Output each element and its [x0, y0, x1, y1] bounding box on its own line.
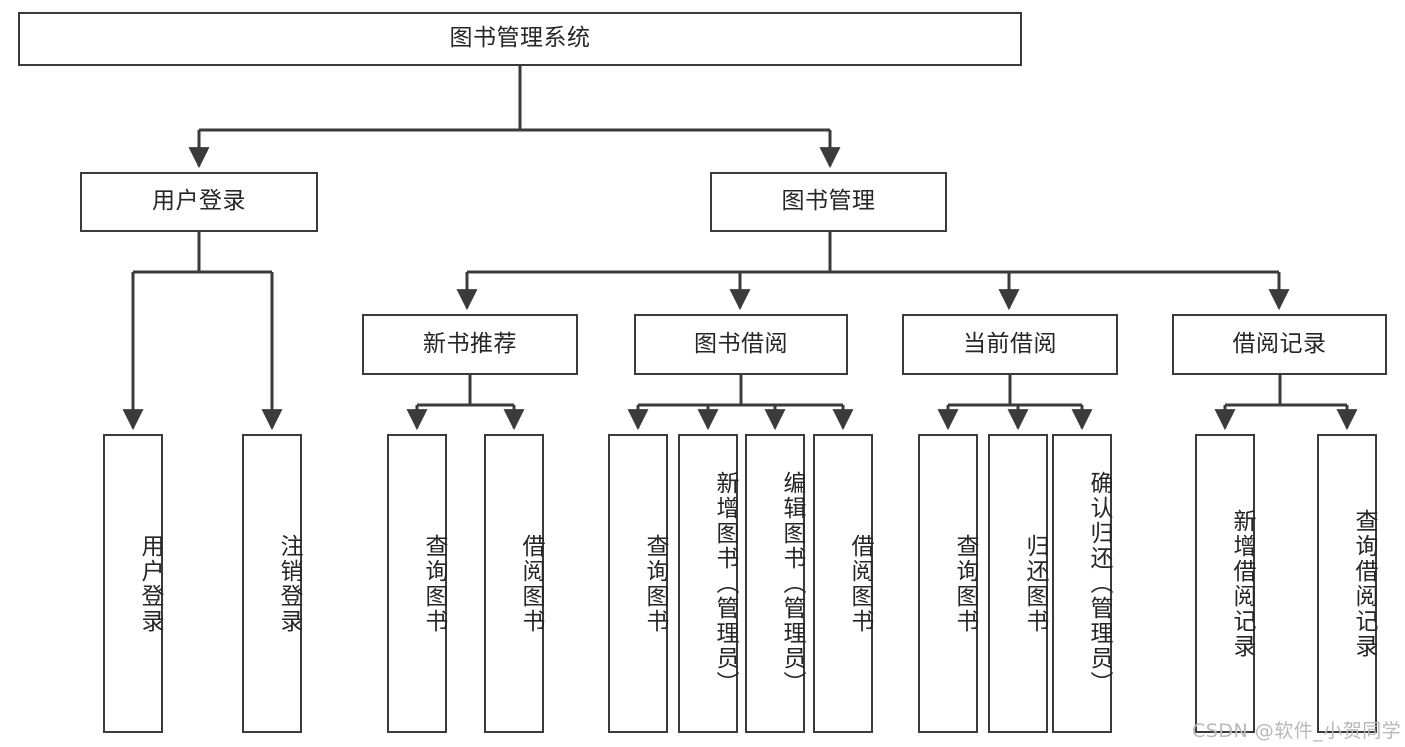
leaf-label: 查询图书	[642, 533, 668, 634]
leaf-label: 查询图书	[952, 533, 978, 634]
leaf-return-books[interactable]: 归还图书	[988, 434, 1048, 733]
leaf-edit-book-admin[interactable]: 编辑图书（管理员）	[745, 434, 805, 733]
leaf-label: 用户登录	[137, 533, 163, 634]
leaf-label: 借阅图书	[847, 533, 873, 634]
node-user-login[interactable]: 用户登录	[80, 172, 318, 232]
leaf-label: 编辑图书（管理员）	[779, 471, 805, 696]
leaf-label: 归还图书	[1022, 533, 1048, 634]
leaf-label: 新增借阅记录	[1229, 508, 1255, 659]
node-borrow-records[interactable]: 借阅记录	[1172, 314, 1387, 375]
leaf-query-books-current[interactable]: 查询图书	[918, 434, 978, 733]
leaf-label: 确认归还（管理员）	[1086, 471, 1112, 696]
leaf-label: 新增图书（管理员）	[712, 471, 738, 696]
leaf-add-book-admin[interactable]: 新增图书（管理员）	[678, 434, 738, 733]
leaf-borrow-books[interactable]: 借阅图书	[813, 434, 873, 733]
leaf-label: 注销登录	[276, 533, 302, 634]
node-root[interactable]: 图书管理系统	[18, 12, 1022, 66]
leaf-label: 借阅图书	[518, 533, 544, 634]
leaf-query-borrow-record[interactable]: 查询借阅记录	[1317, 434, 1377, 733]
node-book-management[interactable]: 图书管理	[710, 172, 947, 232]
leaf-add-borrow-record[interactable]: 新增借阅记录	[1195, 434, 1255, 733]
leaf-confirm-return-admin[interactable]: 确认归还（管理员）	[1052, 434, 1112, 733]
leaf-label: 查询借阅记录	[1351, 508, 1377, 659]
leaf-label: 查询图书	[421, 533, 447, 634]
node-book-borrow[interactable]: 图书借阅	[634, 314, 848, 375]
leaf-logout[interactable]: 注销登录	[242, 434, 302, 733]
leaf-query-books-recommend[interactable]: 查询图书	[387, 434, 447, 733]
leaf-borrow-books-recommend[interactable]: 借阅图书	[484, 434, 544, 733]
csdn-watermark: CSDN @软件_小贺同学	[1192, 720, 1402, 742]
leaf-user-login[interactable]: 用户登录	[103, 434, 163, 733]
node-current-borrow[interactable]: 当前借阅	[902, 314, 1118, 375]
leaf-query-books-borrow[interactable]: 查询图书	[608, 434, 668, 733]
node-new-book-recommend[interactable]: 新书推荐	[362, 314, 578, 375]
